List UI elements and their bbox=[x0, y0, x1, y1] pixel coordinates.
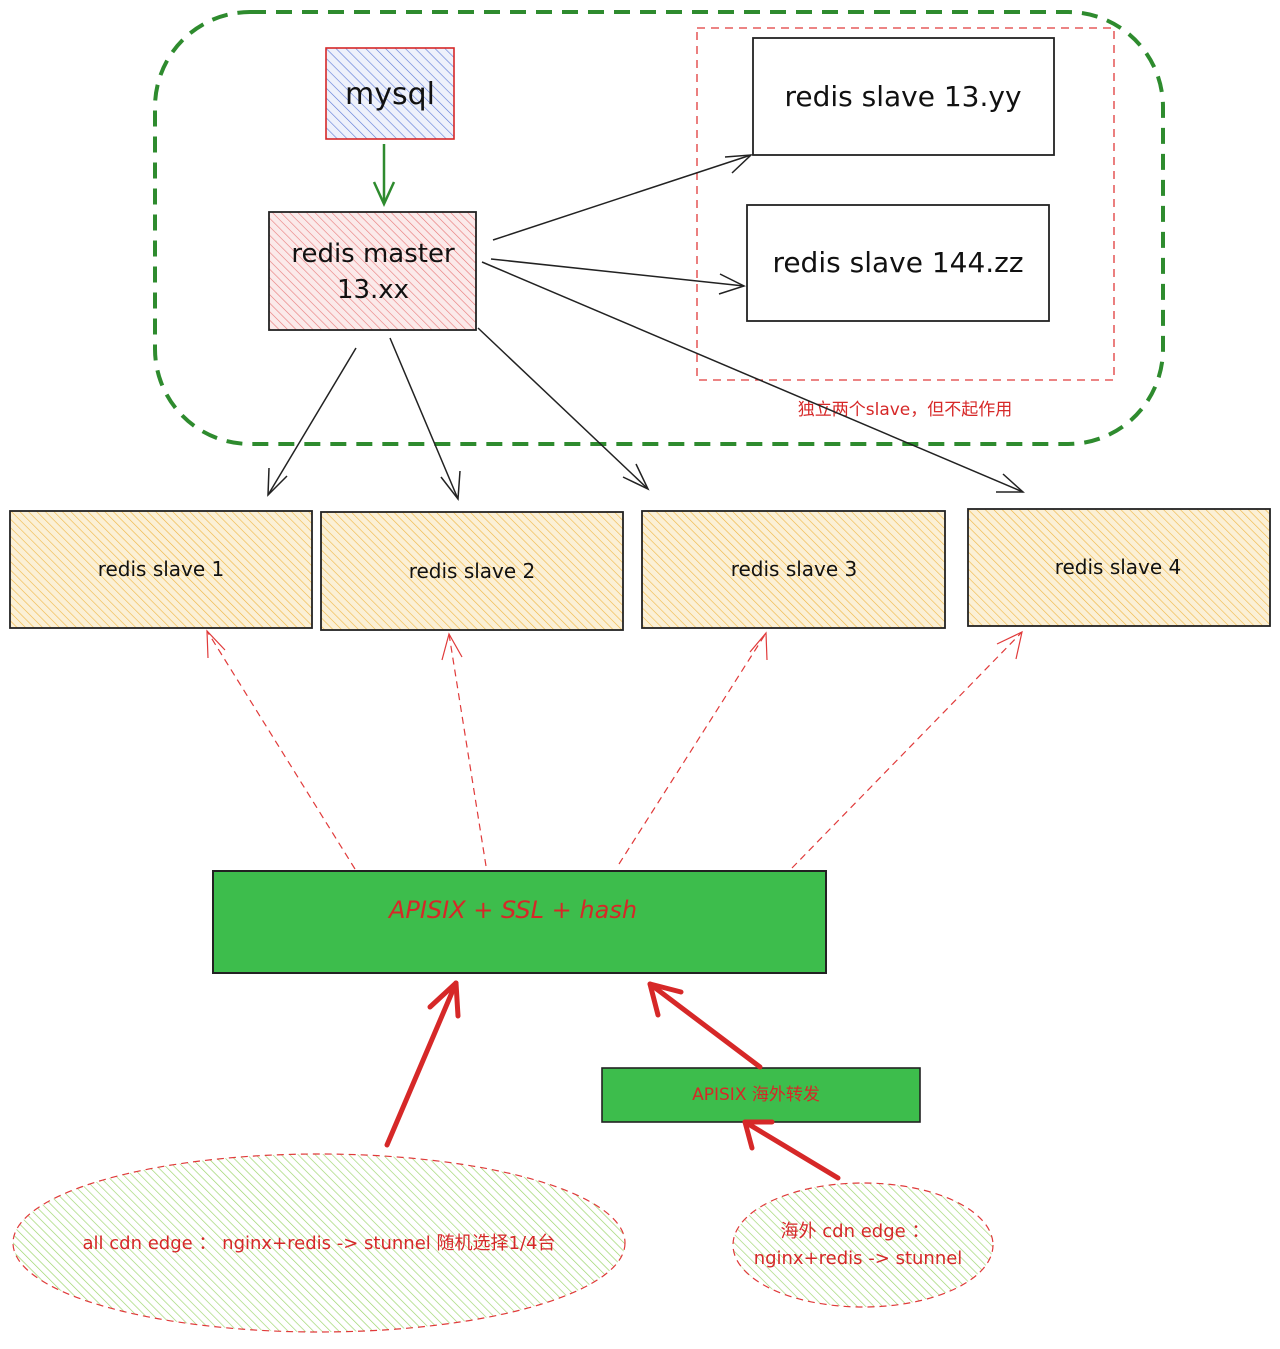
arrow-apisix-to-slave2 bbox=[448, 633, 487, 867]
mysql-label: mysql bbox=[345, 77, 435, 112]
redis-slave-2-label: redis slave 2 bbox=[409, 559, 536, 583]
redis-slave-13yy-node: redis slave 13.yy bbox=[752, 37, 1055, 156]
redis-slave-4-node: redis slave 4 bbox=[967, 508, 1271, 627]
redis-master-label-line2: 13.xx bbox=[337, 275, 409, 305]
arrow-apisix-to-slave1 bbox=[206, 630, 356, 870]
mysql-to-master-arrow bbox=[372, 144, 396, 208]
apisix-overseas-label: APISIX 海外转发 bbox=[692, 1085, 820, 1105]
arrow-master-to-slave3 bbox=[477, 327, 649, 490]
apisix-overseas-node: APISIX 海外转发 bbox=[601, 1067, 921, 1123]
arrow-cdn-overseas-to-apisix-overseas bbox=[742, 1119, 841, 1181]
arrow-master-to-slave-13yy bbox=[492, 154, 752, 241]
redis-slave-2-node: redis slave 2 bbox=[320, 511, 624, 631]
redis-master-node: redis master 13.xx bbox=[268, 211, 477, 331]
arrow-master-to-slave-144zz bbox=[490, 258, 745, 287]
redis-slave-3-node: redis slave 3 bbox=[641, 510, 946, 629]
master-replication-arrows bbox=[267, 154, 1025, 502]
redis-slave-3-label: redis slave 3 bbox=[731, 557, 858, 581]
isolated-slaves-boundary bbox=[696, 27, 1115, 381]
redis-slave-13yy-label: redis slave 13.yy bbox=[784, 80, 1021, 113]
cdn-overseas-edge-node: 海外 cdn edge ： nginx+redis -> stunnel bbox=[732, 1182, 994, 1308]
mysql-node: mysql bbox=[325, 47, 455, 140]
redis-slave-4-label: redis slave 4 bbox=[1055, 555, 1182, 579]
redis-slave-1-label: redis slave 1 bbox=[98, 557, 225, 581]
arrow-apisix-to-slave3 bbox=[618, 632, 767, 865]
cdn-overseas-edge-label-line1: 海外 cdn edge ： bbox=[781, 1221, 930, 1242]
master-group-boundary bbox=[153, 10, 1165, 446]
redis-slave-144zz-label: redis slave 144.zz bbox=[772, 246, 1023, 279]
arrow-cdn-all-to-apisix bbox=[384, 980, 459, 1148]
redis-slave-144zz-node: redis slave 144.zz bbox=[746, 204, 1050, 322]
apisix-to-slaves-arrowheads bbox=[206, 629, 1023, 661]
cdn-overseas-edge-label-line2: nginx+redis -> stunnel bbox=[754, 1248, 963, 1269]
cdn-to-apisix-arrows bbox=[384, 980, 841, 1181]
apisix-label: APISIX + SSL + hash bbox=[387, 896, 637, 924]
arrow-master-to-slave2 bbox=[389, 337, 459, 500]
apisix-to-slaves-arrows bbox=[206, 630, 1023, 870]
redis-slave-1-node: redis slave 1 bbox=[9, 510, 313, 629]
isolated-slaves-note: 独立两个slave，但不起作用 bbox=[798, 400, 1013, 420]
cdn-all-edge-node: all cdn edge ： nginx+redis -> stunnel 随机… bbox=[12, 1153, 626, 1333]
arrow-master-to-slave4 bbox=[481, 261, 1024, 493]
apisix-node: APISIX + SSL + hash bbox=[212, 870, 827, 974]
arrow-overseas-apisix-to-apisix bbox=[647, 981, 763, 1070]
arrow-master-to-slave1 bbox=[267, 347, 357, 496]
redis-master-label-line1: redis master bbox=[291, 239, 455, 269]
cdn-all-edge-label: all cdn edge ： nginx+redis -> stunnel 随机… bbox=[83, 1233, 556, 1254]
arrow-apisix-to-slave4 bbox=[791, 631, 1023, 869]
